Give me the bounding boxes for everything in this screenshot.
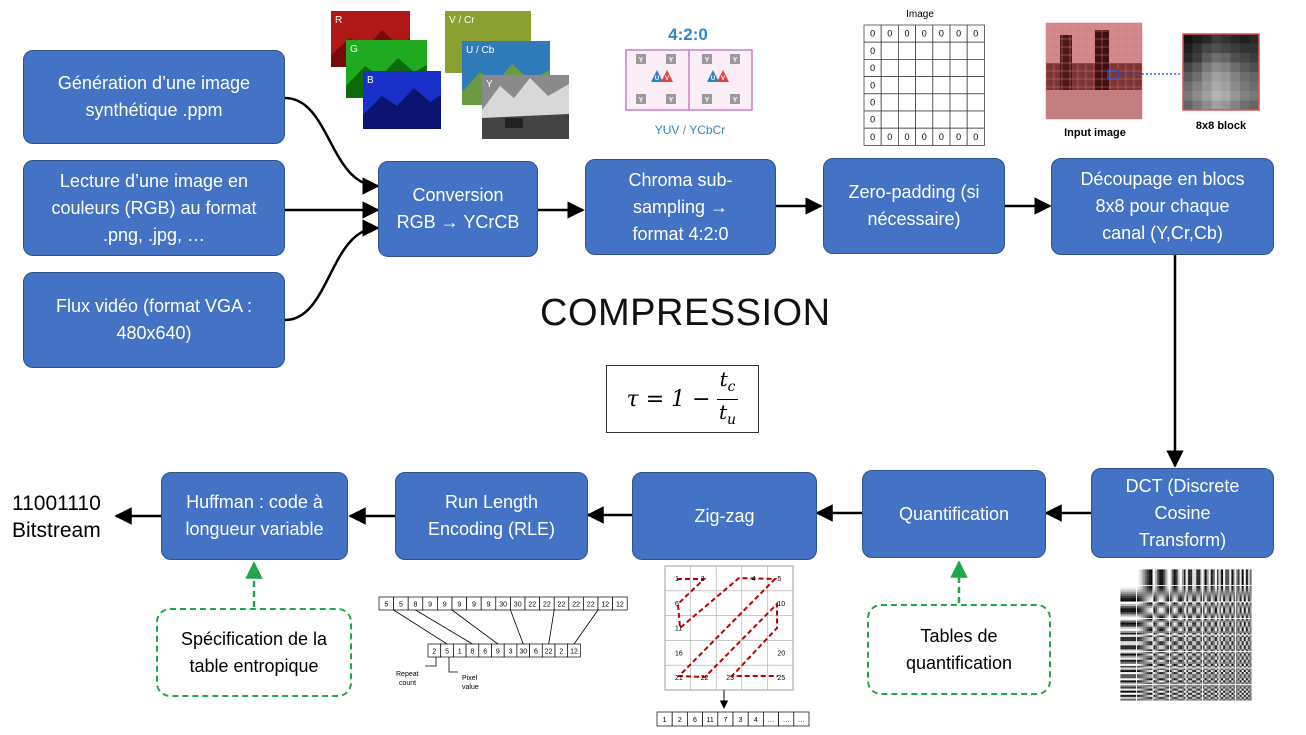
formula-lhs: τ = 1 − xyxy=(626,386,711,412)
arrow-video-to-conversion xyxy=(284,219,380,322)
formula-fraction: tc tu xyxy=(716,366,739,432)
box-chroma-subsampling: Chroma sub- sampling → format 4:2:0 xyxy=(585,159,776,255)
bitstream-output: 11001110 Bitstream xyxy=(12,490,101,544)
box-huffman: Huffman : code à longueur variable xyxy=(161,472,348,560)
box-video-stream: Flux vidéo (format VGA : 480x640) xyxy=(23,272,285,368)
formula-numerator: t xyxy=(719,366,728,391)
compression-ratio-formula: τ = 1 − tc tu xyxy=(606,365,759,433)
box-tables-quantification: Tables de quantification xyxy=(867,604,1051,695)
formula-denominator-sub: u xyxy=(727,411,737,428)
box-synthetic-image: Génération d’une image synthétique .ppm xyxy=(23,50,285,144)
diagram-title: COMPRESSION xyxy=(540,292,831,334)
box-zero-padding: Zero-padding (si nécessaire) xyxy=(823,158,1005,254)
formula-denominator: t xyxy=(718,399,728,424)
box-quantification: Quantification xyxy=(862,470,1046,558)
box-dct: DCT (Discrete Cosine Transform) xyxy=(1091,468,1274,558)
box-zigzag: Zig-zag xyxy=(632,472,817,560)
box-rle: Run Length Encoding (RLE) xyxy=(395,472,588,560)
box-read-image: Lecture d’une image en couleurs (RGB) au… xyxy=(23,160,285,256)
bitstream-bits: 11001110 xyxy=(12,492,101,515)
formula-numerator-sub: c xyxy=(727,378,736,395)
bitstream-label: Bitstream xyxy=(12,519,101,542)
box-decoupage: Découpage en blocs 8x8 pour chaque canal… xyxy=(1051,158,1274,255)
box-table-entropique: Spécification de la table entropique xyxy=(156,608,352,697)
box-conversion: Conversion RGB → YCrCB xyxy=(378,161,538,257)
arrow-synthetic-to-conversion xyxy=(284,96,380,195)
